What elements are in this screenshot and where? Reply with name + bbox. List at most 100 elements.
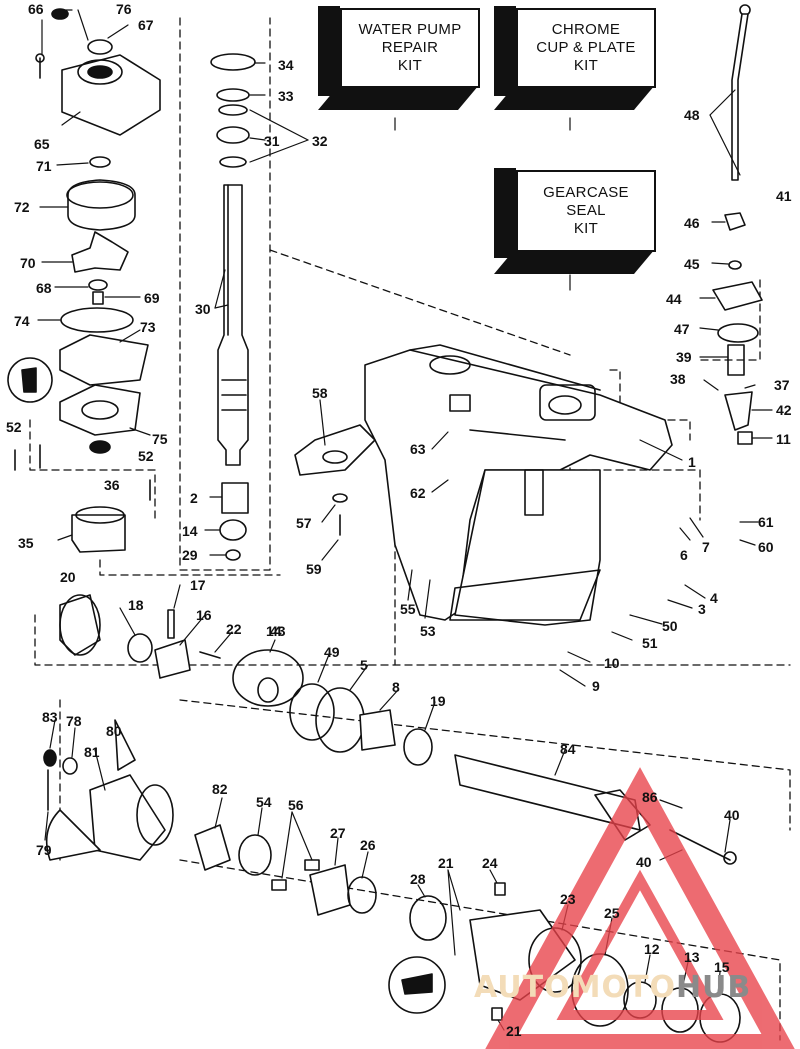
site-watermark-logo: [485, 767, 795, 1049]
part-callout-78: 78: [66, 713, 82, 729]
part-callout-74: 74: [14, 313, 30, 329]
part-callout-13: 13: [684, 949, 700, 965]
part-callout-35: 35: [18, 535, 34, 551]
part-callout-4: 4: [710, 590, 718, 606]
part-callout-53: 53: [420, 623, 436, 639]
part-callout-38: 38: [670, 371, 686, 387]
part-callout-45: 45: [684, 256, 700, 272]
part-callout-33: 33: [278, 88, 294, 104]
propeller: [43, 719, 377, 916]
part-callout-18: 18: [128, 597, 144, 613]
part-callout-39: 39: [676, 349, 692, 365]
part-callout-61: 61: [758, 514, 774, 530]
part-callout-6: 6: [680, 547, 688, 563]
part-callout-10: 10: [604, 655, 620, 671]
part-callout-48: 48: [684, 107, 700, 123]
part-callout-14-secondary: 14: [266, 623, 282, 639]
part-callout-20: 20: [60, 569, 76, 585]
part-callout-63: 63: [410, 441, 426, 457]
part-callout-62: 62: [410, 485, 426, 501]
water-pump-housing: [35, 8, 161, 136]
part-callout-15: 15: [714, 959, 730, 975]
part-callout-57: 57: [296, 515, 312, 531]
part-callout-49: 49: [324, 644, 340, 660]
part-callout-69: 69: [144, 290, 160, 306]
part-callout-68: 68: [36, 280, 52, 296]
part-callout-55: 55: [400, 601, 416, 617]
watermark-text-hub: HUB: [675, 970, 752, 1005]
part-callout-83: 83: [42, 709, 58, 725]
watermark-text-auto: AUTO: [474, 970, 571, 1005]
part-callout-30: 30: [195, 301, 211, 317]
part-callout-36: 36: [104, 477, 120, 493]
chrome-cup-kit-label: CHROME CUP & PLATE KIT: [516, 8, 656, 88]
part-callout-41: 41: [776, 188, 792, 204]
water-pump-kit-label: WATER PUMP REPAIR KIT: [340, 8, 480, 88]
shift-rod-assembly: [712, 4, 763, 445]
part-callout-29: 29: [182, 547, 198, 563]
part-callout-24: 24: [482, 855, 498, 871]
pump-parts-stack: [7, 156, 151, 553]
part-callout-3: 3: [698, 601, 706, 617]
part-callout-32: 32: [312, 133, 328, 149]
part-callout-34: 34: [278, 57, 294, 73]
part-callout-56: 56: [288, 797, 304, 813]
part-callout-5: 5: [360, 657, 368, 673]
part-callout-9: 9: [592, 678, 600, 694]
part-callout-37: 37: [774, 377, 790, 393]
part-callout-79: 79: [36, 842, 52, 858]
part-callout-73: 73: [140, 319, 156, 335]
part-callout-81: 81: [84, 744, 100, 760]
part-callout-86: 86: [642, 789, 658, 805]
part-callout-75: 75: [152, 431, 168, 447]
watermark-text: AUTOMOTOHUB: [474, 970, 751, 1005]
part-callout-16: 16: [196, 607, 212, 623]
part-callout-44: 44: [666, 291, 682, 307]
part-callout-7: 7: [702, 539, 710, 555]
part-callout-12: 12: [644, 941, 660, 957]
part-callout-21-secondary: 21: [506, 1023, 522, 1039]
gearcase-housing: [364, 344, 673, 626]
part-callout-28: 28: [410, 871, 426, 887]
part-callout-22: 22: [226, 621, 242, 637]
part-callout-54: 54: [256, 794, 272, 810]
chrome-cup-kit-box: CHROME CUP & PLATE KIT: [494, 6, 656, 111]
part-callout-43: 43: [270, 623, 286, 639]
part-callout-1: 1: [688, 454, 696, 470]
driveshaft: [210, 53, 256, 561]
part-callout-52: 52: [6, 419, 22, 435]
part-callout-19: 19: [430, 693, 446, 709]
part-callout-71: 71: [36, 158, 52, 174]
part-callout-26: 26: [360, 837, 376, 853]
part-callout-27: 27: [330, 825, 346, 841]
part-callout-58: 58: [312, 385, 328, 401]
part-callout-40-secondary: 40: [636, 854, 652, 870]
gearcase-seal-kit-box: GEARCASE SEAL KIT: [494, 168, 656, 276]
part-callout-51: 51: [642, 635, 658, 651]
water-pump-kit-box: WATER PUMP REPAIR KIT: [318, 6, 480, 111]
part-callout-70: 70: [20, 255, 36, 271]
part-callout-31: 31: [264, 133, 280, 149]
gearcase-seal-kit-label: GEARCASE SEAL KIT: [516, 170, 656, 252]
part-callout-23: 23: [560, 891, 576, 907]
part-callout-2: 2: [190, 490, 198, 506]
part-callout-67: 67: [138, 17, 154, 33]
part-callout-46: 46: [684, 215, 700, 231]
part-callout-50: 50: [662, 618, 678, 634]
part-callout-47: 47: [674, 321, 690, 337]
part-callout-76: 76: [116, 1, 132, 17]
part-callout-42: 42: [776, 402, 792, 418]
part-callout-8: 8: [392, 679, 400, 695]
trim-tab: [294, 424, 376, 536]
part-callout-84: 84: [560, 741, 576, 757]
part-callout-59: 59: [306, 561, 322, 577]
part-callout-17: 17: [190, 577, 206, 593]
part-callout-60: 60: [758, 539, 774, 555]
part-callout-11: 11: [776, 431, 791, 447]
part-callout-82: 82: [212, 781, 228, 797]
part-callout-66: 66: [28, 1, 44, 17]
part-callout-52-secondary: 52: [138, 448, 154, 464]
part-callout-14: 14: [182, 523, 198, 539]
